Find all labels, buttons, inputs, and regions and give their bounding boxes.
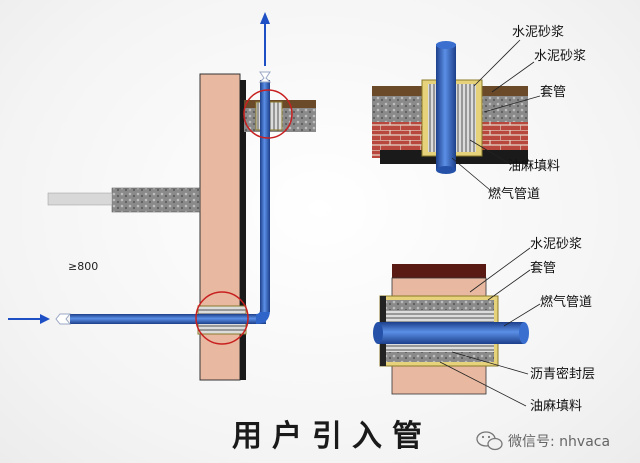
bottom-label-sleeve: 套管 [530, 260, 556, 276]
main-diagram: ≥800 [8, 12, 316, 381]
pipe-break-left [55, 313, 72, 325]
inflow-arrow-head [40, 314, 50, 324]
bottom-detail: 水泥砂浆 套管 燃气管道 沥青密封层 油麻填料 [373, 237, 595, 414]
bottom-detail-gravel-bottom [384, 352, 494, 362]
top-leader-5 [451, 157, 491, 191]
bottom-leader-3 [503, 303, 541, 327]
bottom-detail-pipe-end-left [373, 322, 383, 344]
top-label-sleeve: 套管 [540, 84, 566, 100]
bottom-label-gas-pipe: 燃气管道 [540, 294, 592, 310]
bottom-leader-1 [469, 247, 531, 293]
watermark-text: 微信号: nhvaca [508, 434, 610, 450]
top-label-hemp: 油麻填料 [508, 159, 560, 174]
wall-shadow [240, 80, 246, 380]
top-label-mortar-1: 水泥砂浆 [512, 25, 564, 40]
bottom-detail-pipe [378, 322, 524, 344]
highlight-circle-bottom [195, 291, 249, 345]
bottom-leader-4 [451, 351, 529, 375]
top-label-gas-pipe: 燃气管道 [488, 186, 540, 202]
left-slab-end [47, 192, 113, 206]
top-label-mortar-2: 水泥砂浆 [534, 49, 586, 64]
gas-pipe-elbow [256, 310, 270, 324]
dimension-label: ≥800 [68, 260, 98, 273]
bottom-detail-gravel-top [384, 300, 494, 310]
wechat-icon [476, 431, 503, 451]
highlight-circle-top [243, 89, 293, 139]
bottom-label-asphalt: 沥青密封层 [530, 366, 595, 382]
pipe-break-top [258, 71, 272, 83]
gas-pipe-horizontal [70, 314, 266, 324]
gas-pipe-vertical [260, 80, 270, 312]
top-leader-4 [469, 139, 511, 165]
top-detail: 水泥砂浆 水泥砂浆 套管 油麻填料 燃气管道 [372, 25, 586, 202]
outflow-arrow-head [260, 12, 270, 24]
bottom-label-mortar: 水泥砂浆 [530, 237, 582, 252]
top-detail-pipe [436, 44, 456, 170]
top-detail-pipe-bottom [436, 166, 456, 174]
top-leader-1 [473, 39, 521, 87]
bottom-leader-5 [439, 361, 527, 407]
top-detail-pipe-top [436, 41, 456, 49]
bottom-leader-2 [487, 269, 531, 301]
left-slab [111, 187, 201, 213]
bottom-detail-pipe-end-right [519, 322, 529, 344]
top-leader-2 [491, 61, 535, 93]
watermark: 微信号: nhvaca [476, 431, 610, 451]
top-leader-3 [483, 95, 541, 113]
diagram-title: 用户引入管 [232, 419, 432, 454]
bottom-label-hemp: 油麻填料 [530, 399, 582, 414]
